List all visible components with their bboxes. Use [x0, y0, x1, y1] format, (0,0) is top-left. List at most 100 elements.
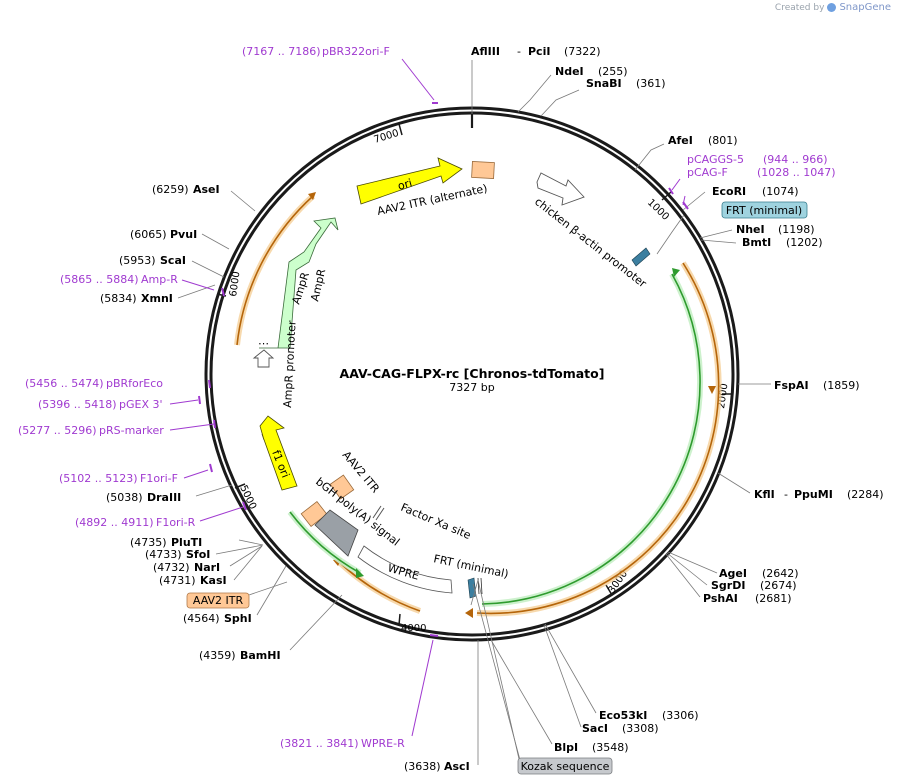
ampr-label-outer: AmpR — [308, 267, 328, 302]
site-scai-pos: (5953) — [119, 254, 156, 267]
site-nhei-name: NheI — [736, 223, 765, 236]
primer-pbr322-name: pBR322ori-F — [322, 45, 390, 58]
site-nari-pos: (4732) — [153, 561, 190, 574]
site-labels: AflIII - PciI (7322) NdeI (255) SnaBI (3… — [18, 45, 884, 775]
feature-itr-inner — [329, 474, 355, 500]
site-snabi-pos: (361) — [636, 77, 666, 90]
primer-f1orir-range: (4892 .. 4911) — [75, 516, 154, 529]
site-kfli-pos: (2284) — [847, 488, 884, 501]
frt-minimal-box — [721, 201, 808, 219]
site-bamhi-pos: (4359) — [199, 649, 236, 662]
plasmid-name: AAV-CAG-FLPX-rc [Chronos-tdTomato] — [340, 366, 605, 381]
site-agei-pos: (2642) — [762, 567, 799, 580]
snapgene-logo-icon — [827, 3, 837, 12]
ampr-label-dots: ⋯ — [258, 337, 269, 350]
site-saci-name: SacI — [582, 722, 608, 735]
site-pluti-name: PluTI — [171, 536, 202, 549]
site-sfoi-name: SfoI — [186, 548, 210, 561]
site-pvui-pos: (6065) — [130, 228, 167, 241]
site-asci-pos: (3638) — [404, 760, 441, 773]
primer-pcaggs5-name: pCAGGS-5 — [687, 153, 744, 166]
site-asei-pos: (6259) — [152, 183, 189, 196]
primer-pbrforeco-name: pBRforEco — [106, 377, 163, 390]
primer-f1orir-name: F1ori-R — [156, 516, 196, 529]
site-saci-pos: (3308) — [622, 722, 659, 735]
chicken-actin-label: chicken β-actin promoter — [532, 195, 649, 290]
site-snabi-name: SnaBI — [586, 77, 622, 90]
feature-bgh — [314, 509, 359, 557]
site-nhei-pos: (1198) — [778, 223, 815, 236]
site-afliii-name: AflIII — [471, 45, 500, 58]
feature-frt-bottom — [467, 577, 477, 599]
site-bamhi-name: BamHI — [240, 649, 281, 662]
tick-4000: 4000 — [401, 623, 426, 634]
primer-prsmarker-range: (5277 .. 5296) — [18, 424, 97, 437]
site-kfli-dash: - — [784, 488, 788, 501]
primer-ampr-name: Amp-R — [141, 273, 178, 286]
kozak-box — [517, 757, 613, 775]
site-ndei-name: NdeI — [555, 65, 584, 78]
feature-frt-top — [631, 247, 651, 267]
primer-pgex3-range: (5396 .. 5418) — [38, 398, 117, 411]
aav2-itr-box-label: AAV2 ITR — [193, 594, 244, 607]
site-scai-name: ScaI — [160, 254, 186, 267]
orf-orange-right — [476, 261, 722, 617]
site-pluti-pos: (4735) — [130, 536, 167, 549]
site-pcii-name: PciI — [528, 45, 550, 58]
primer-wprer-range: (3821 .. 3841) — [280, 737, 359, 750]
site-blpi-name: BlpI — [554, 741, 578, 754]
site-bmti-pos: (1202) — [786, 236, 823, 249]
primer-f1orif-range: (5102 .. 5123) — [59, 472, 138, 485]
site-sphi-name: SphI — [224, 612, 252, 625]
site-fspai-pos: (1859) — [823, 379, 860, 392]
site-sgrdi-name: SgrDI — [711, 579, 745, 592]
site-kasi-pos: (4731) — [159, 574, 196, 587]
site-kfli-name: KflI — [754, 488, 775, 501]
feature-ori: ori — [356, 157, 463, 205]
tick-6000: 6000 — [228, 271, 242, 298]
site-sfoi-pos: (4733) — [145, 548, 182, 561]
site-ecori-name: EcoRI — [712, 185, 746, 198]
site-ecori-pos: (1074) — [762, 185, 799, 198]
ori-label: ori — [396, 176, 413, 192]
factor-xa-label: Factor Xa site — [399, 501, 473, 542]
primer-pbr322-range: (7167 .. 7186) — [242, 45, 321, 58]
site-ppumi-name: PpuMI — [794, 488, 833, 501]
frt-minimal-box-label: FRT (minimal) — [726, 204, 802, 217]
site-fspai-name: FspAI — [774, 379, 809, 392]
site-pshai-name: PshAI — [703, 592, 738, 605]
credit-brand: SnapGene — [839, 2, 891, 13]
site-afei-name: AfeI — [668, 134, 693, 147]
feature-f1-ori: f1 ori — [259, 415, 298, 491]
kozak-box-label: Kozak sequence — [521, 760, 610, 773]
primer-prsmarker-name: pRS-marker — [99, 424, 164, 437]
frt-inner-label: FRT (minimal) — [432, 552, 509, 581]
site-nari-name: NarI — [194, 561, 220, 574]
credit-prefix: Created by — [774, 2, 825, 13]
site-pshai-pos: (2681) — [755, 592, 792, 605]
site-afliii-dash: - — [517, 45, 521, 58]
primer-pcagf-range: (1028 .. 1047) — [757, 166, 836, 179]
feature-itr-bottom — [300, 500, 328, 528]
site-draiii-name: DraIII — [147, 491, 181, 504]
site-asei-name: AseI — [193, 183, 220, 196]
feature-itr-alt — [471, 161, 495, 179]
primer-pbrforeco-range: (5456 .. 5474) — [25, 377, 104, 390]
orf-green-bottom — [289, 511, 361, 574]
site-xmni-pos: (5834) — [100, 292, 137, 305]
feature-ampr-promoter-arrow — [252, 349, 275, 368]
site-ndei-pos: (255) — [598, 65, 628, 78]
green-arcs — [287, 268, 704, 607]
site-sgrdi-pos: (2674) — [760, 579, 797, 592]
site-eco53ki-name: Eco53kI — [599, 709, 647, 722]
plasmid-length: 7327 bp — [449, 381, 494, 394]
primer-pcagf-name: pCAG-F — [687, 166, 728, 179]
snapgene-credit: Created by SnapGene — [775, 2, 891, 13]
site-eco53ki-pos: (3306) — [662, 709, 699, 722]
site-xmni-name: XmnI — [141, 292, 173, 305]
orf-arcs — [234, 192, 722, 618]
primer-pgex3-name: pGEX 3' — [119, 398, 163, 411]
site-asci-name: AscI — [444, 760, 470, 773]
site-pvui-name: PvuI — [170, 228, 197, 241]
